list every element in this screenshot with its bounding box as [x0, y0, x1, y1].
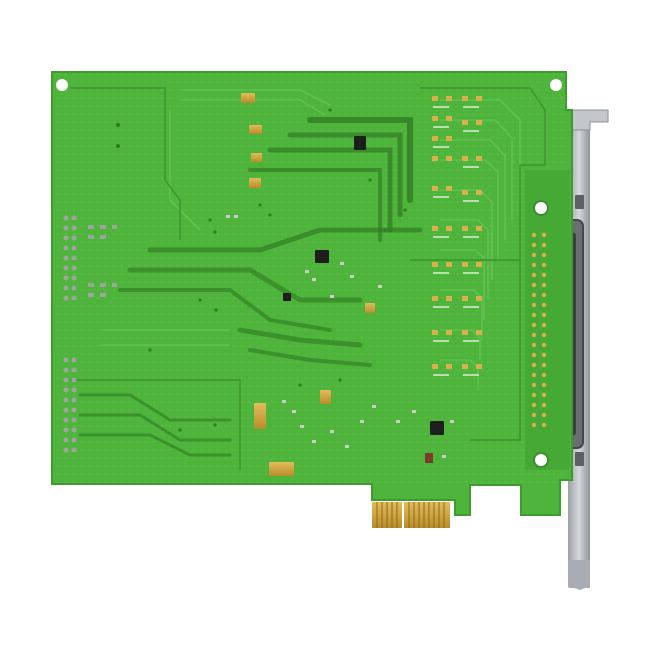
left-pin-header	[63, 215, 77, 453]
pcie-edge-connector	[372, 502, 450, 528]
tantalum-capacitors	[241, 93, 375, 476]
integrated-circuits	[283, 136, 444, 463]
board-section-outlines	[70, 87, 546, 470]
trace-bundles	[78, 117, 423, 457]
small-components	[226, 215, 454, 458]
resistor-array	[432, 96, 482, 376]
smd-pad-groups	[88, 225, 117, 297]
vias	[116, 108, 407, 432]
connector-pad-region	[525, 170, 570, 470]
mounting-holes	[56, 79, 562, 468]
connector-pin-pads	[531, 232, 547, 428]
